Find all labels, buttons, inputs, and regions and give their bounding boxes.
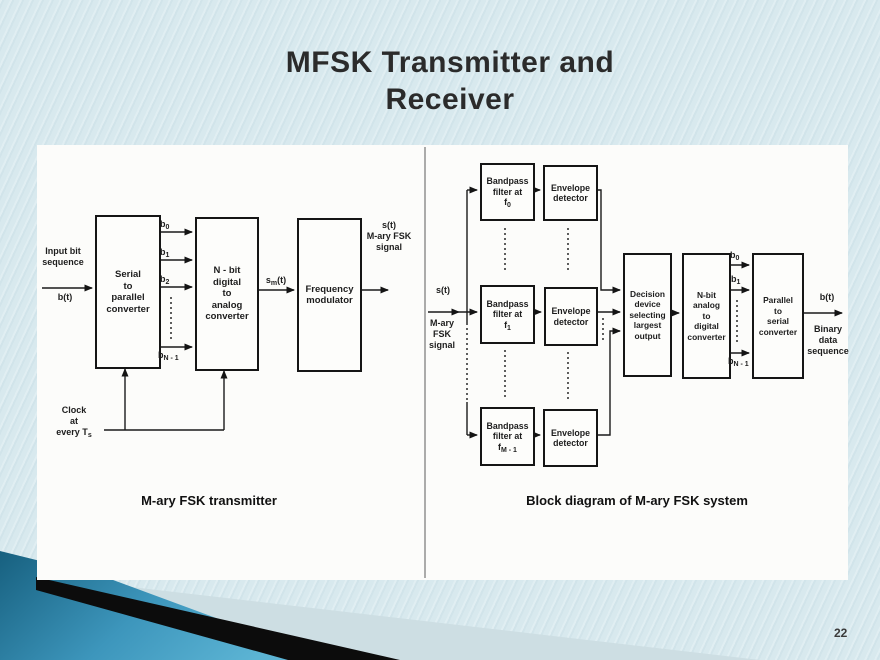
parallel-to-serial-box: Parallel to serial converter bbox=[752, 253, 804, 379]
dac-box-line: N - bit bbox=[213, 265, 241, 277]
receiver-input-st-label: s(t) bbox=[436, 285, 450, 295]
out-tap-label-bn1: bN - 1 bbox=[728, 356, 749, 368]
dac-box-line: digital bbox=[213, 276, 241, 288]
page-number: 22 bbox=[834, 626, 848, 640]
slide-title-line1: MFSK Transmitter and bbox=[285, 46, 615, 79]
receiver-caption: Block diagram of M-ary FSK system bbox=[526, 493, 748, 508]
envelope-detector-box-2: Envelope detector bbox=[543, 409, 598, 467]
serial-box-line: parallel bbox=[111, 292, 145, 303]
serial-box-line: to bbox=[123, 280, 133, 292]
input-bt-label: b(t) bbox=[57, 292, 73, 302]
input-bit-sequence-label: Input bit sequence bbox=[42, 246, 84, 267]
serial-box-line: Serial bbox=[115, 269, 141, 280]
analog-to-digital-box: N-bit analog to digital converter bbox=[682, 253, 731, 379]
receiver-output-label: Binary data sequence bbox=[807, 324, 849, 356]
receiver-input-label: M-ary FSK signal bbox=[428, 318, 455, 350]
tap-label-b2: b2 bbox=[160, 274, 170, 286]
serial-box-line: converter bbox=[106, 303, 150, 315]
clock-label: Clock at every Ts bbox=[56, 405, 92, 439]
dac-box-line: analog bbox=[211, 299, 243, 311]
sm-signal-label: sm(t) bbox=[265, 275, 287, 287]
bandpass-filter-box-1: Bandpass filter at f1 bbox=[480, 285, 535, 344]
dac-box-line: converter bbox=[205, 311, 249, 323]
slide-title: MFSK Transmitter and Receiver bbox=[80, 44, 820, 118]
envelope-detector-box-0: Envelope detector bbox=[543, 165, 598, 221]
pale-wedge-shape bbox=[36, 576, 760, 660]
serial-to-parallel-box: Serial to parallel converter bbox=[95, 215, 161, 369]
tap-label-bn1: bN - 1 bbox=[158, 350, 179, 362]
transmitter-caption: M-ary FSK transmitter bbox=[141, 493, 277, 508]
slide-title-line2: Receiver bbox=[385, 83, 515, 116]
decision-device-box: Decision device selecting largest output bbox=[623, 253, 672, 377]
receiver-output-bt-label: b(t) bbox=[819, 292, 835, 302]
dac-box-line: to bbox=[222, 288, 232, 300]
mod-box-line: Frequency bbox=[305, 283, 354, 295]
bandpass-filter-box-2: Bandpass filter at fM - 1 bbox=[480, 407, 535, 466]
frequency-modulator-box: Frequency modulator bbox=[297, 218, 362, 372]
mod-box-line: modulator bbox=[306, 295, 353, 306]
out-tap-label-b0: b0 bbox=[730, 250, 740, 262]
digital-to-analog-box: N - bit digital to analog converter bbox=[195, 217, 259, 371]
out-tap-label-b1: b1 bbox=[731, 274, 741, 286]
envelope-detector-box-1: Envelope detector bbox=[544, 287, 598, 346]
transmitter-output-label: s(t) M-ary FSK signal bbox=[366, 220, 412, 252]
tap-label-b0: b0 bbox=[160, 219, 170, 231]
tap-label-b1: b1 bbox=[160, 247, 170, 259]
black-stripe-shape bbox=[36, 577, 400, 660]
bandpass-filter-box-0: Bandpass filter at f0 bbox=[480, 163, 535, 221]
